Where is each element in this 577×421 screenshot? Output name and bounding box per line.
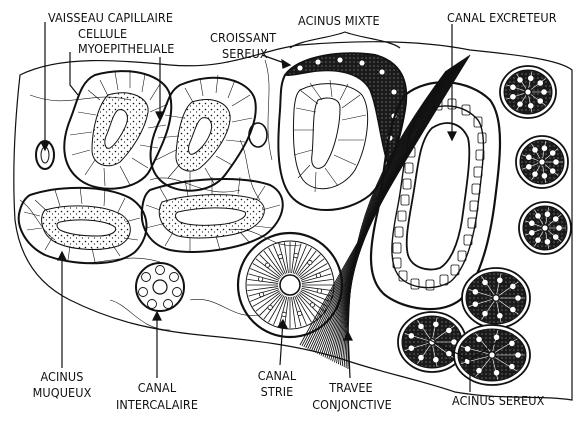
- label-strie: STRIE: [248, 385, 306, 399]
- label-sereux: SEREUX: [222, 47, 268, 61]
- label-cellule: CELLULE: [78, 27, 127, 41]
- label-conjonctive: CONJONCTIVE: [302, 398, 402, 412]
- label-acinus-sereux: ACINUS SEREUX: [452, 394, 544, 408]
- label-acinus-mixte: ACINUS MIXTE: [298, 14, 380, 28]
- label-canal-2: CANAL: [248, 369, 306, 383]
- label-intercalaire: INTERCALAIRE: [106, 398, 208, 412]
- label-acinus: ACINUS: [34, 370, 90, 384]
- label-vaisseau-capillaire: VAISSEAU CAPILLAIRE: [48, 11, 173, 25]
- label-myoepitheliale: MYOEPITHELIALE: [78, 42, 174, 56]
- label-canal-1: CANAL: [128, 381, 186, 395]
- label-travee: TRAVEE: [320, 381, 382, 395]
- label-croissant: CROISSANT: [210, 31, 276, 45]
- intercalated-duct: [136, 263, 184, 311]
- label-muqueux: MUQUEUX: [28, 386, 96, 400]
- label-canal-excreteur: CANAL EXCRETEUR: [447, 11, 557, 25]
